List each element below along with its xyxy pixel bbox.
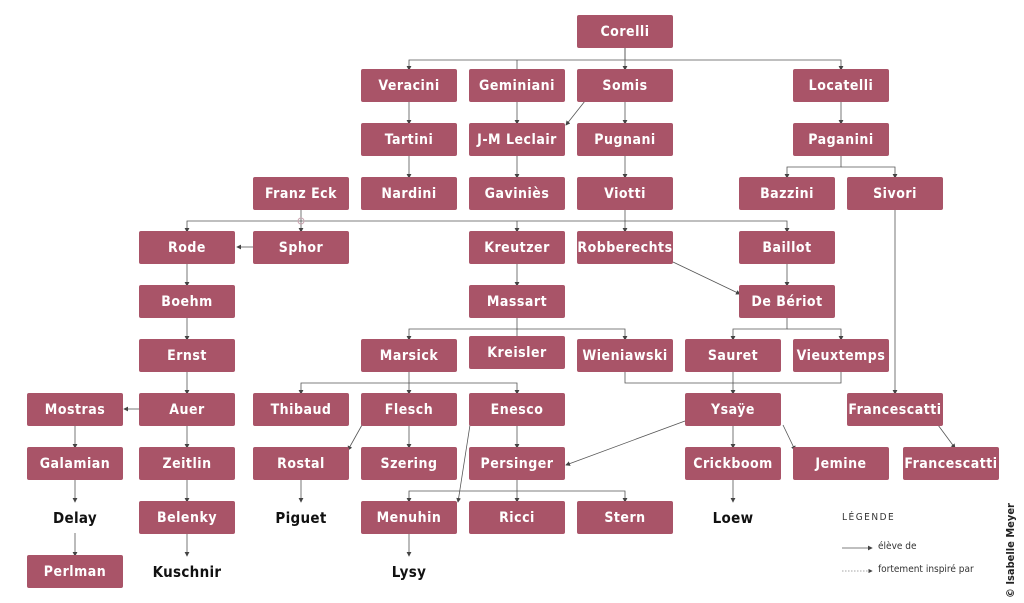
node-lysy: Lysy bbox=[391, 562, 427, 581]
node-perlman: Perlman bbox=[27, 555, 123, 588]
node-tartini: Tartini bbox=[361, 123, 457, 156]
node-marsick: Marsick bbox=[361, 339, 457, 372]
node-kuschnir: Kuschnir bbox=[152, 562, 222, 581]
node-jemine: Jemine bbox=[793, 447, 889, 480]
node-kreisler: Kreisler bbox=[469, 336, 565, 369]
node-de-beriot: De Bériot bbox=[739, 285, 835, 318]
node-massart: Massart bbox=[469, 285, 565, 318]
legend-inspired-label: fortement inspiré par bbox=[878, 564, 974, 575]
legend-student-label: élève de bbox=[878, 541, 917, 552]
node-stern: Stern bbox=[577, 501, 673, 534]
node-loew: Loew bbox=[712, 508, 754, 527]
node-baillot: Baillot bbox=[739, 231, 835, 264]
node-nardini: Nardini bbox=[361, 177, 457, 210]
node-somis: Somis bbox=[577, 69, 673, 102]
node-locatelli: Locatelli bbox=[793, 69, 889, 102]
node-ricci: Ricci bbox=[469, 501, 565, 534]
node-corelli: Corelli bbox=[577, 15, 673, 48]
node-ernst: Ernst bbox=[139, 339, 235, 372]
node-ysaye: Ysaÿe bbox=[685, 393, 781, 426]
node-gavinies: Gaviniès bbox=[469, 177, 565, 210]
node-delay: Delay bbox=[53, 508, 97, 527]
node-veracini: Veracini bbox=[361, 69, 457, 102]
node-francescatti-father: Francescatti bbox=[847, 393, 943, 426]
node-enesco: Enesco bbox=[469, 393, 565, 426]
legend-title: LÉGENDE bbox=[842, 512, 896, 523]
node-sivori: Sivori bbox=[847, 177, 943, 210]
node-menuhin: Menuhin bbox=[361, 501, 457, 534]
node-bazzini: Bazzini bbox=[739, 177, 835, 210]
node-pugnani: Pugnani bbox=[577, 123, 673, 156]
credit-text: © Isabelle Meyer bbox=[1004, 503, 1017, 598]
node-robberechts: Robberechts bbox=[577, 231, 673, 264]
node-wieniawski: Wieniawski bbox=[577, 339, 673, 372]
node-zeitlin: Zeitlin bbox=[139, 447, 235, 480]
node-mostras: Mostras bbox=[27, 393, 123, 426]
node-geminiani: Geminiani bbox=[469, 69, 565, 102]
node-flesch: Flesch bbox=[361, 393, 457, 426]
node-galamian: Galamian bbox=[27, 447, 123, 480]
node-jm-leclair: J-M Leclair bbox=[469, 123, 565, 156]
node-belenky: Belenky bbox=[139, 501, 235, 534]
node-thibaud: Thibaud bbox=[253, 393, 349, 426]
node-crickboom: Crickboom bbox=[685, 447, 781, 480]
node-francescatti-son: Francescatti bbox=[903, 447, 999, 480]
node-kreutzer: Kreutzer bbox=[469, 231, 565, 264]
node-szering: Szering bbox=[361, 447, 457, 480]
node-rode: Rode bbox=[139, 231, 235, 264]
node-sphor: Sphor bbox=[253, 231, 349, 264]
node-franz-eck: Franz Eck bbox=[253, 177, 349, 210]
node-paganini: Paganini bbox=[793, 123, 889, 156]
node-persinger: Persinger bbox=[469, 447, 565, 480]
node-boehm: Boehm bbox=[139, 285, 235, 318]
node-viotti: Viotti bbox=[577, 177, 673, 210]
node-auer: Auer bbox=[139, 393, 235, 426]
node-rostal: Rostal bbox=[253, 447, 349, 480]
node-sauret: Sauret bbox=[685, 339, 781, 372]
node-piguet: Piguet bbox=[275, 508, 327, 527]
node-vieuxtemps: Vieuxtemps bbox=[793, 339, 889, 372]
